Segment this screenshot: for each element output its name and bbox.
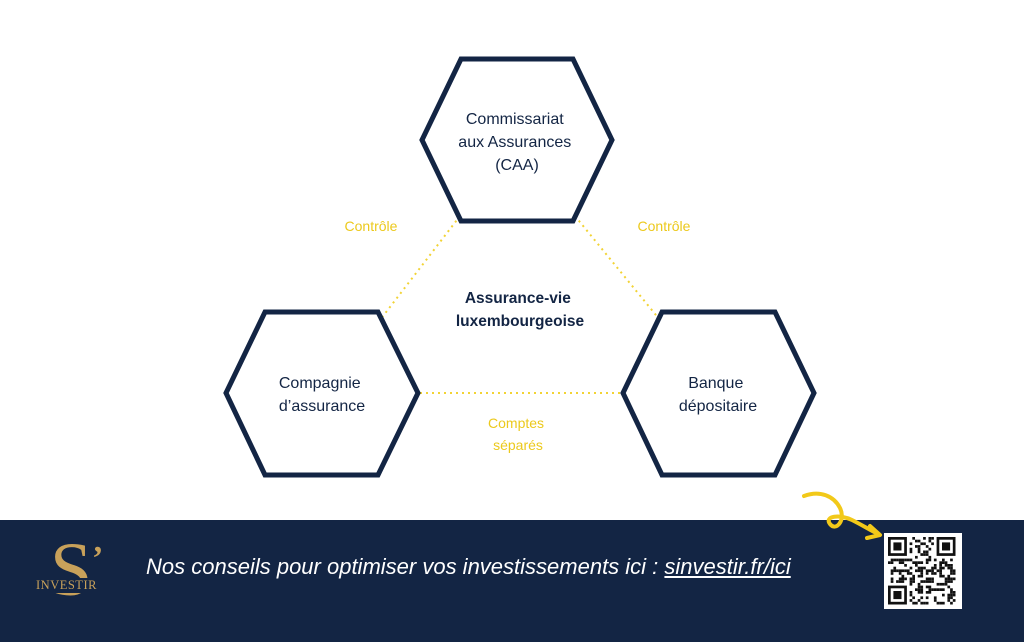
link-label-compagnie-banque: Comptes séparés <box>488 415 548 453</box>
cta-link[interactable]: sinvestir.fr/ici <box>664 554 791 579</box>
hex-caa <box>419 56 615 224</box>
link-label-caa-compagnie: Contrôle <box>345 218 398 234</box>
footer-banner: S ’ INVESTIR Nos conseils pour optimiser… <box>0 520 1024 642</box>
hex-compagnie <box>223 309 421 478</box>
link-caa-banque <box>574 215 661 321</box>
hex-banque <box>620 309 817 478</box>
node-caa-label: Commissariat aux Assurances (CAA) <box>458 111 575 174</box>
center-label: Assurance-vie luxembourgeoise <box>456 290 585 330</box>
cta-text: Nos conseils pour optimiser vos investis… <box>146 554 791 580</box>
sinvestir-logo[interactable]: S ’ INVESTIR <box>28 532 118 628</box>
node-compagnie-label: Compagnie d’assurance <box>279 375 365 415</box>
link-label-caa-banque: Contrôle <box>638 218 691 234</box>
logo-letter: S <box>50 528 93 612</box>
logo-apostrophe: ’ <box>92 540 104 577</box>
link-caa-compagnie <box>379 215 461 321</box>
cta-message: Nos conseils pour optimiser vos investis… <box>146 554 665 579</box>
node-banque-label: Banque dépositaire <box>679 375 757 415</box>
curly-arrow-icon <box>802 491 882 540</box>
qr-code-icon[interactable] <box>884 533 962 609</box>
diagram: Commissariat aux Assurances (CAA) Compag… <box>223 56 817 478</box>
logo-word: INVESTIR <box>34 578 99 593</box>
